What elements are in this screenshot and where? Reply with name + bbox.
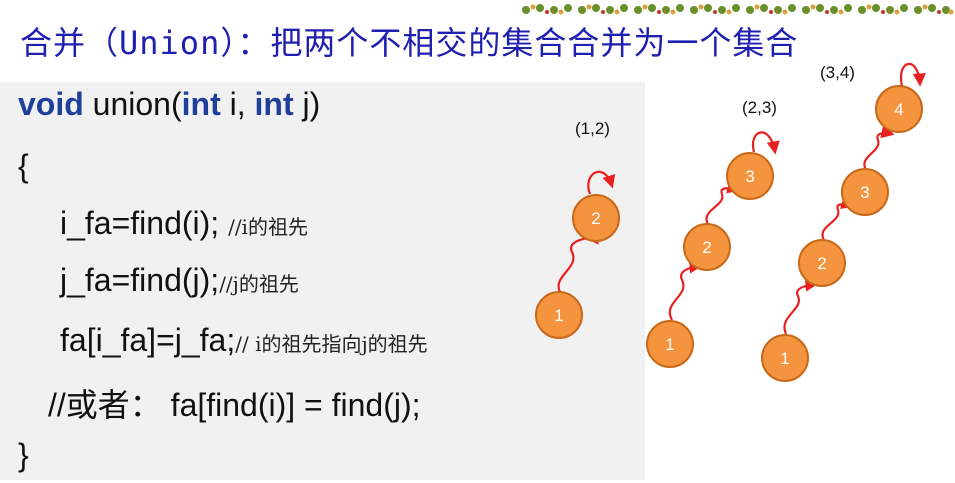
keyword-void: void bbox=[18, 86, 84, 122]
tree-3-node-3: 3 bbox=[841, 168, 889, 216]
svg-text:1: 1 bbox=[554, 306, 563, 325]
svg-text:1: 1 bbox=[665, 335, 674, 354]
param-j: j) bbox=[293, 86, 321, 122]
tree-2-label: (2,3) bbox=[742, 98, 777, 117]
code-line-assign: fa[i_fa]=j_fa;// i的祖先指向j的祖先 bbox=[60, 322, 428, 359]
svg-text:2: 2 bbox=[591, 209, 600, 228]
svg-text:1: 1 bbox=[780, 349, 789, 368]
tree-1-edge-1-2 bbox=[557, 231, 599, 293]
tree-3-node-2: 2 bbox=[798, 239, 846, 287]
tree-2-root-self-loop bbox=[751, 131, 780, 155]
decorative-garland bbox=[522, 4, 954, 15]
tree-3-edge-1-2 bbox=[783, 278, 819, 335]
tree-3-edge-3-4 bbox=[863, 125, 895, 171]
param-i: i, bbox=[220, 86, 255, 122]
code-line-find-i: i_fa=find(i); //i的祖先 bbox=[60, 205, 308, 242]
slide-title: 合并（Union）：把两个不相交的集合合并为一个集合 bbox=[20, 24, 799, 62]
svg-text:3: 3 bbox=[860, 183, 869, 202]
tree-3-edge-2-3 bbox=[821, 196, 855, 241]
code-comment: //j的祖先 bbox=[219, 272, 299, 296]
tree-3-node-1: 1 bbox=[761, 334, 809, 382]
tree-2-edge-2-3 bbox=[705, 180, 741, 225]
svg-text:4: 4 bbox=[894, 100, 903, 119]
close-brace: } bbox=[18, 437, 29, 473]
tree-1-root-self-loop bbox=[587, 170, 616, 195]
code-line-alternative: //或者： fa[find(i)] = find(j); bbox=[48, 387, 421, 423]
tree-2-node-1: 1 bbox=[646, 320, 694, 368]
code-text: fa[i_fa]=j_fa; bbox=[60, 322, 236, 358]
tree-3-node-4: 4 bbox=[875, 85, 923, 133]
svg-text:2: 2 bbox=[817, 254, 826, 273]
code-comment: // i的祖先指向j的祖先 bbox=[235, 332, 428, 356]
code-text: i_fa=find(i); bbox=[60, 205, 229, 241]
svg-text:3: 3 bbox=[745, 167, 754, 186]
tree-1-node-1: 1 bbox=[535, 291, 583, 339]
code-line-find-j: j_fa=find(j);//j的祖先 bbox=[60, 262, 299, 299]
tree-2-node-3: 3 bbox=[726, 152, 774, 200]
tree-1-label: (1,2) bbox=[575, 119, 610, 138]
tree-3-root-self-loop bbox=[899, 62, 926, 87]
open-brace: { bbox=[18, 148, 29, 184]
function-name: union( bbox=[83, 86, 182, 122]
code-panel bbox=[0, 82, 645, 480]
tree-1-node-2: 2 bbox=[572, 194, 620, 242]
tree-3-label: (3,4) bbox=[820, 63, 855, 82]
tree-2-edge-1-2 bbox=[668, 260, 703, 321]
svg-text:2: 2 bbox=[702, 238, 711, 257]
tree-2-node-2: 2 bbox=[683, 223, 731, 271]
keyword-int-i: int bbox=[181, 86, 221, 122]
keyword-int-j: int bbox=[254, 86, 294, 122]
code-text: j_fa=find(j); bbox=[60, 262, 220, 298]
function-signature: void union(int i, int j) bbox=[18, 86, 320, 123]
code-comment: //i的祖先 bbox=[228, 215, 308, 239]
